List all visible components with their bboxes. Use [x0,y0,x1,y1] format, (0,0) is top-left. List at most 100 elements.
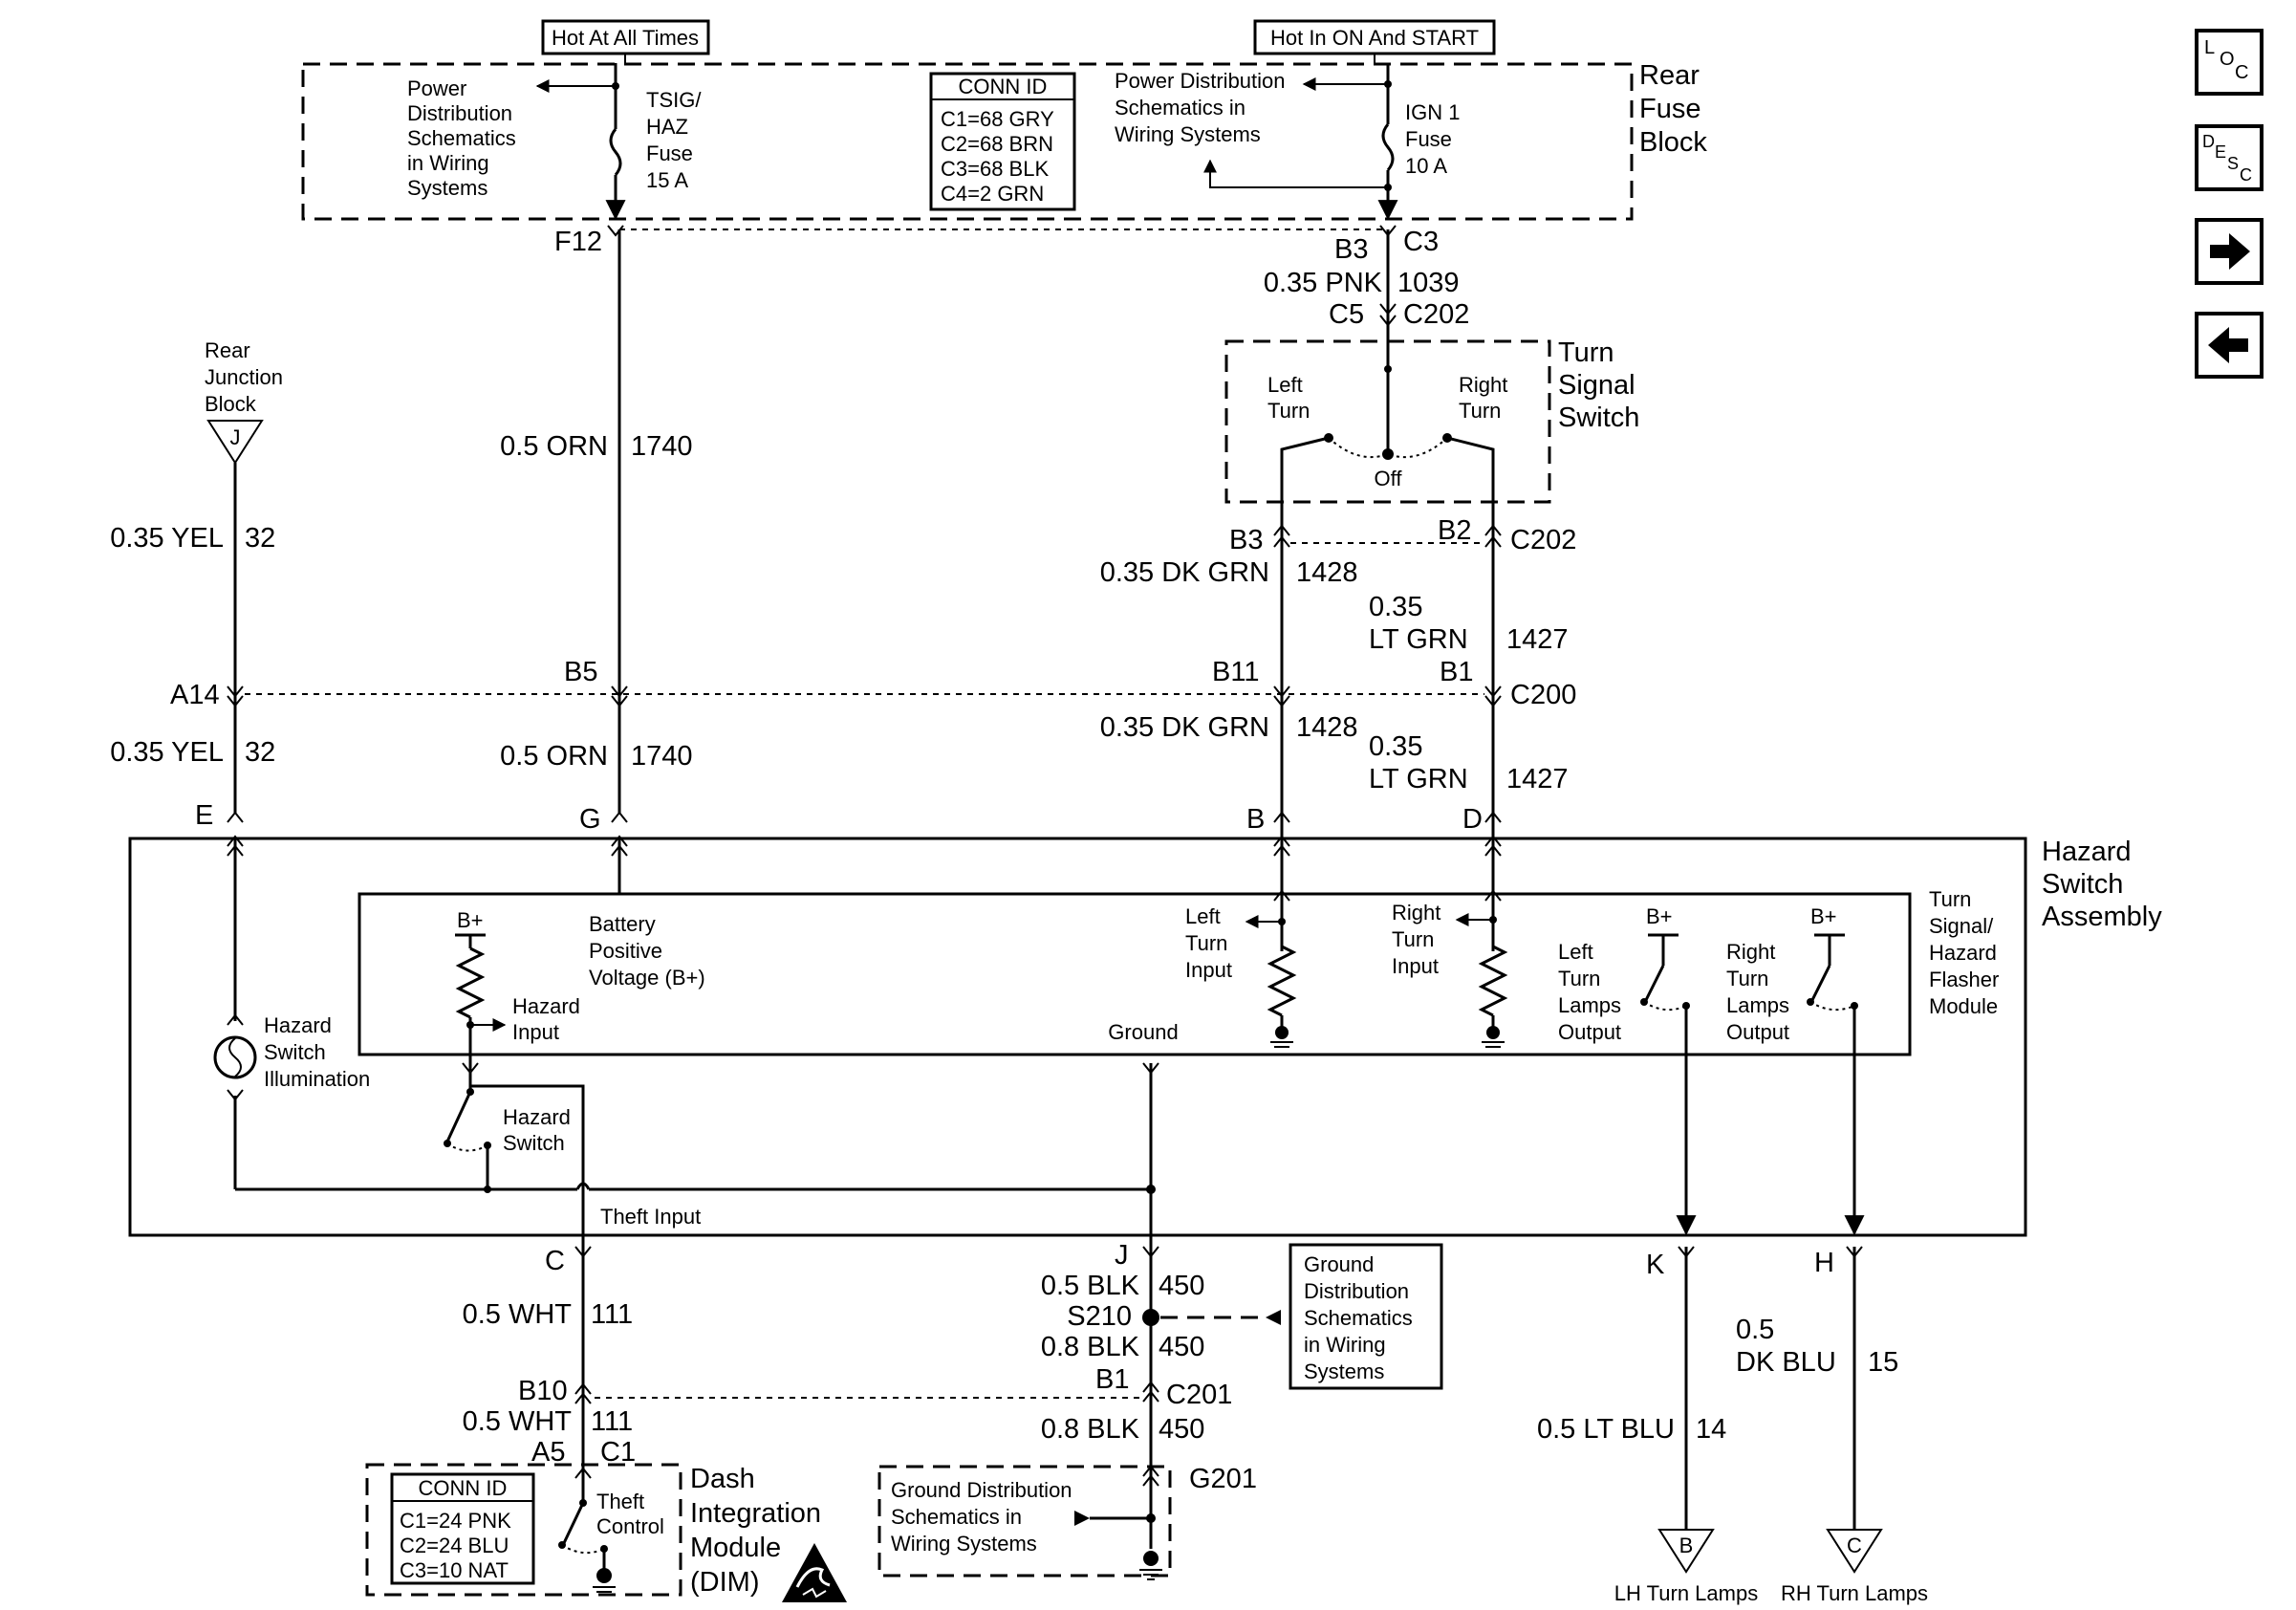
turn-signal-switch-box [1224,339,1551,504]
lh-lamps-symbol [1657,1529,1715,1574]
bplus-label-hazard: B+ [457,908,484,932]
right-turn-input-resistor-icon [1478,945,1508,1017]
svg-text:Assembly: Assembly [2042,902,2162,932]
wire-pnk-gauge: 0.35 PNK [1264,268,1383,298]
pin-e: E [195,800,213,831]
svg-text:C4=2 GRN: C4=2 GRN [941,182,1044,206]
svg-text:Power Distribution: Power Distribution [1115,69,1286,93]
svg-text:Wiring Systems: Wiring Systems [891,1532,1037,1556]
hazard-switch-assembly-box [128,837,2027,1237]
svg-text:in Wiring: in Wiring [407,151,489,175]
svg-text:C3=68 BLK: C3=68 BLK [941,157,1049,181]
svg-text:Module: Module [690,1533,781,1563]
connector-c3: C3 [1403,227,1439,257]
connector-b3-mid: B3 [1229,525,1263,555]
hazard-input-resistor-icon [455,946,486,1019]
svg-text:Module: Module [1929,994,1998,1018]
wire-blk-08a-gauge: 0.8 BLK [1041,1332,1140,1362]
svg-text:C: C [2240,165,2252,185]
wire-dkgrn-bot-circuit: 1428 [1296,712,1358,743]
svg-text:Left: Left [1185,904,1221,928]
connector-c201: C201 [1166,1380,1232,1410]
svg-text:Signal: Signal [1558,370,1635,401]
svg-text:in Wiring: in Wiring [1304,1333,1386,1357]
svg-text:Hazard: Hazard [512,994,580,1018]
flasher-module-box [357,892,1912,1056]
wire-yel-bot-circuit: 32 [245,737,275,768]
svg-text:C2=24 BLU: C2=24 BLU [400,1534,509,1557]
loc-icon: L O C [2204,37,2248,83]
svg-text:Hazard: Hazard [264,1013,332,1037]
svg-text:(DIM): (DIM) [690,1567,759,1598]
rh-lamps-letter: C [1847,1534,1862,1557]
svg-text:Hazard: Hazard [2042,837,2132,867]
wire-ltblu-circuit: 14 [1696,1414,1726,1445]
junction-letter: J [230,425,241,449]
lh-turn-lamps-label: LH Turn Lamps [1614,1581,1758,1605]
svg-text:Left: Left [1267,373,1303,397]
rear-junction-block-label: Rear Junction Block [205,338,283,416]
fuse-block-conn-id-box [929,72,1076,211]
svg-text:Schematics: Schematics [407,126,516,150]
next-page-button[interactable] [2195,218,2264,285]
wire-ltblu-gauge: 0.5 LT BLU [1537,1414,1675,1445]
rh-lamps-symbol [1826,1529,1883,1574]
wire-ltgrn-bot-gauge1: 0.35 [1369,731,1422,762]
pin-c: C [545,1246,565,1276]
wire-ltgrn-top-gauge1: 0.35 [1369,592,1422,622]
ground-distribution-ref-label: Ground Distribution Schematics in Wiring… [1304,1252,1413,1383]
svg-text:Turn: Turn [1267,399,1310,423]
theft-control-switch-contact [562,1502,585,1544]
connector-b1-mid: B1 [1440,657,1473,687]
svg-text:Turn: Turn [1185,931,1227,955]
wire-orn-bot-circuit: 1740 [631,741,693,772]
wire-dkgrn-top-gauge: 0.35 DK GRN [1100,557,1269,588]
svg-text:Illumination: Illumination [264,1067,370,1091]
svg-text:O: O [2220,49,2235,70]
svg-text:Positive: Positive [589,939,662,963]
connector-f12: F12 [554,227,602,257]
svg-text:Left: Left [1558,940,1593,964]
dim-module-box [365,1463,682,1597]
dim-conn-id-title: CONN ID [419,1476,508,1500]
svg-text:Ground: Ground [1304,1252,1374,1276]
svg-text:Control: Control [596,1514,664,1538]
wire-yel-top-circuit: 32 [245,523,275,554]
theft-control-label: Theft Control [596,1490,664,1538]
wire-orn-bot-gauge: 0.5 ORN [500,741,608,772]
svg-text:15 A: 15 A [646,168,688,192]
arrow-right-icon [2210,233,2250,270]
svg-text:D: D [2202,132,2215,151]
description-button[interactable]: D E S C [2195,124,2264,191]
svg-text:Hazard: Hazard [1929,941,1997,965]
svg-text:Rear: Rear [1639,60,1700,91]
dim-conn-id-box [390,1472,535,1585]
wire-ltgrn-top-circuit: 1427 [1506,624,1569,655]
location-button[interactable]: L O C [2195,29,2264,96]
svg-text:Wiring Systems: Wiring Systems [1115,122,1261,146]
svg-text:Block: Block [1639,127,1707,158]
svg-text:Right: Right [1459,373,1507,397]
hazard-switch-label: Hazard Switch [503,1105,571,1155]
svg-text:Input: Input [1392,954,1439,978]
conn-id-title: CONN ID [959,75,1048,98]
junction-block-symbol [206,420,264,465]
wire-blk-08b-circuit: 450 [1159,1414,1204,1445]
svg-text:Battery: Battery [589,912,656,936]
connector-c5: C5 [1329,299,1364,330]
svg-text:S: S [2227,154,2239,173]
wire-blk-08b-gauge: 0.8 BLK [1041,1414,1140,1445]
svg-text:TSIG/: TSIG/ [646,88,702,112]
turn-switch-right-label: Right Turn [1459,373,1507,423]
svg-text:Flasher: Flasher [1929,968,1999,991]
svg-text:Lamps: Lamps [1558,993,1621,1017]
svg-text:Turn: Turn [1726,967,1768,990]
svg-text:Ground Distribution: Ground Distribution [891,1478,1072,1502]
wire-dkblu-circuit: 15 [1868,1347,1898,1378]
svg-text:C3=10 NAT: C3=10 NAT [400,1558,509,1582]
previous-page-button[interactable] [2195,312,2264,379]
svg-text:Voltage (B+): Voltage (B+) [589,966,705,990]
g201-ground-icon [1139,1551,1162,1580]
connector-b11: B11 [1212,657,1259,687]
bplus-label-right-output: B+ [1810,904,1837,928]
